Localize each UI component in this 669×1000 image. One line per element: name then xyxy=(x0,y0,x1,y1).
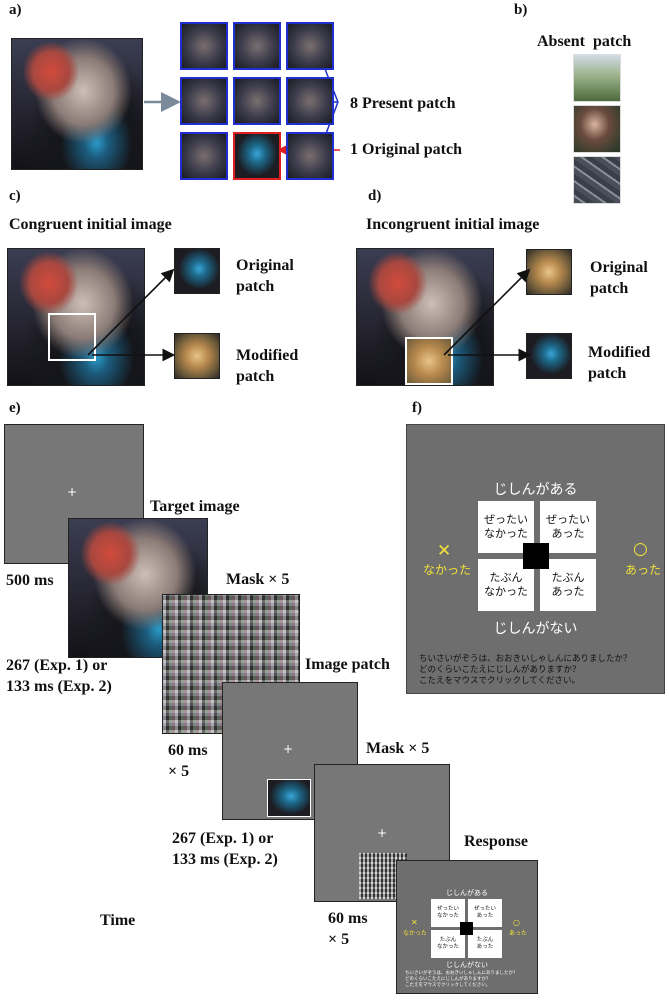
panel-f-label: f) xyxy=(412,400,422,416)
absent-patch-title: Absent patch xyxy=(537,33,632,50)
congruent-scene xyxy=(7,248,145,386)
scene-photo-a xyxy=(11,38,143,170)
present-patch xyxy=(286,22,334,70)
fixation-cross: + xyxy=(283,742,294,756)
center-square xyxy=(460,922,473,935)
panel-a-label: a) xyxy=(9,2,22,18)
response-definitely-absent[interactable]: ぜったいなかった xyxy=(478,501,534,553)
response-probably-present[interactable]: たぶんあった xyxy=(540,559,596,611)
present-label: あった xyxy=(509,930,528,937)
confidence-low-label: じしんがない xyxy=(493,621,578,637)
confidence-low-label: じしんがない xyxy=(446,961,488,969)
present-patch xyxy=(286,132,334,180)
response-probably-present[interactable]: たぶんあった xyxy=(468,930,502,958)
panel-d-label: d) xyxy=(368,188,382,204)
panel-e-label: e) xyxy=(9,400,21,416)
instructions: ちいさいがぞうは、おおきいしゃしんにありましたか？ どのくらいこたえにじしんがあ… xyxy=(405,971,518,988)
congruent-original-thumb xyxy=(174,248,220,294)
time-label: Time xyxy=(100,912,136,929)
absent-patch-tree xyxy=(573,54,621,102)
incongruent-arrows xyxy=(443,268,532,362)
center-square xyxy=(523,543,549,569)
absent-label[interactable]: なかった xyxy=(423,563,472,577)
fixation-cross: + xyxy=(67,485,78,499)
duration-500: 500 ms xyxy=(6,572,54,589)
present-patch xyxy=(233,77,281,125)
patch-grid xyxy=(180,22,342,184)
selected-region xyxy=(48,313,96,361)
absent-label: なかった xyxy=(403,930,428,937)
absent-patch-people xyxy=(573,105,621,153)
response-probably-absent[interactable]: たぶんなかった xyxy=(431,930,465,958)
present-patch xyxy=(180,22,228,70)
congruent-modified-thumb xyxy=(174,333,220,379)
present-patch xyxy=(286,77,334,125)
present-label[interactable]: あった xyxy=(625,563,662,577)
absent-symbol: ✕ xyxy=(411,918,418,927)
panel-c-label: c) xyxy=(9,188,21,204)
mask-label-2: Mask × 5 xyxy=(366,740,430,757)
present-symbol[interactable]: ○ xyxy=(633,539,648,559)
present-symbol: ○ xyxy=(513,918,520,927)
mask-label-1: Mask × 5 xyxy=(226,571,290,588)
response-label: Response xyxy=(464,833,529,850)
probe-patch xyxy=(267,779,311,817)
absent-symbol[interactable]: ✕ xyxy=(437,541,452,561)
confidence-high-label: じしんがある xyxy=(446,889,488,897)
duration-mask-1: 60 ms× 5 xyxy=(168,742,208,780)
present-patch-label: 8 Present patch xyxy=(350,95,456,112)
congruent-arrows xyxy=(87,268,176,362)
response-definitely-present[interactable]: ぜったいあった xyxy=(468,899,502,927)
target-image-label: Target image xyxy=(150,498,240,515)
fixation-cross: + xyxy=(377,826,388,840)
duration-mask-2: 60 ms× 5 xyxy=(328,910,368,948)
response-definitely-absent[interactable]: ぜったいなかった xyxy=(431,899,465,927)
original-patch-label: 1 Original patch xyxy=(350,141,463,158)
instructions: ちいさいがぞうは、おおきいしゃしんにありましたか？ どのくらいこたえにじしんがあ… xyxy=(419,654,632,686)
response-screen-large: じしんがある ぜったいなかった ぜったいあった たぶんなかった たぶんあった じ… xyxy=(406,424,665,694)
absent-patch-rail xyxy=(573,156,621,204)
confidence-high-label: じしんがある xyxy=(493,482,578,498)
incongruent-title: Incongruent initial image xyxy=(366,216,540,233)
congruent-title: Congruent initial image xyxy=(9,216,172,233)
image-patch-label: Image patch xyxy=(305,656,390,673)
present-patch xyxy=(180,132,228,180)
incongruent-scene xyxy=(356,248,494,386)
panel-b-label: b) xyxy=(514,2,528,18)
response-screen-small: じしんがある ぜったいなかった ぜったいあった たぶんなかった たぶんあった じ… xyxy=(396,860,538,994)
original-patch xyxy=(233,132,281,180)
present-patch xyxy=(233,22,281,70)
present-patch xyxy=(180,77,228,125)
selected-region xyxy=(405,337,453,385)
response-definitely-present[interactable]: ぜったいあった xyxy=(540,501,596,553)
